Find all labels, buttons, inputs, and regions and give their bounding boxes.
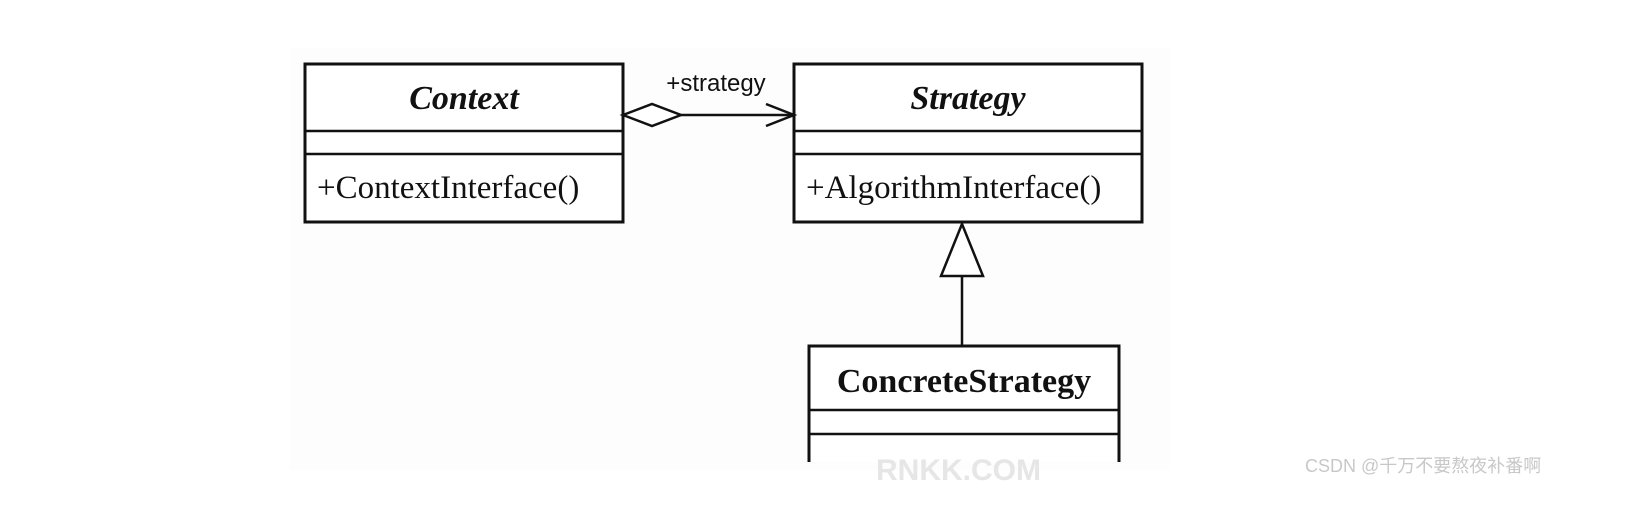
strategy-class-box [792, 62, 1144, 224]
association-role-label: +strategy [666, 70, 765, 97]
strategy-class-name: Strategy [910, 80, 1026, 117]
watermark-right: CSDN @千万不要熬夜补番啊 [1305, 456, 1541, 476]
strategy-operation: +AlgorithmInterface() [806, 170, 1101, 206]
strategy-class: Strategy +AlgorithmInterface() [792, 62, 1144, 224]
aggregation-association: +strategy [619, 70, 798, 128]
watermark-left: RNKK.COM [876, 454, 1041, 487]
context-class-name: Context [409, 80, 520, 117]
generalization-relationship [939, 220, 985, 346]
concrete-strategy-class: ConcreteStrategy [807, 344, 1121, 462]
navigability-arrowhead-icon [765, 102, 798, 128]
context-operation: +ContextInterface() [317, 170, 579, 206]
context-class: Context +ContextInterface() [303, 62, 625, 224]
concrete-strategy-class-name: ConcreteStrategy [837, 363, 1091, 400]
context-class-box [303, 62, 625, 224]
